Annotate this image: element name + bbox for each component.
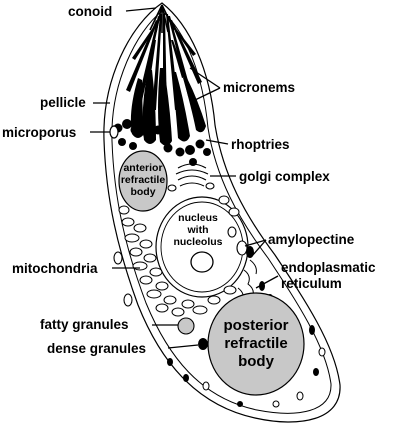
label-dense-granules: dense granules xyxy=(47,341,146,356)
label-rhoptries: rhoptries xyxy=(231,137,290,152)
rhoptries xyxy=(130,68,206,146)
leader-rhoptries xyxy=(205,139,229,145)
mitochondria-network xyxy=(118,195,240,317)
anterior-refractile-label-3: body xyxy=(130,186,155,198)
fatty-granule xyxy=(177,317,195,335)
posterior-refractile-label-2: refractile xyxy=(224,335,287,352)
leader-amylopectine-1 xyxy=(244,239,267,247)
nucleolus xyxy=(190,251,214,273)
leader-dense-granules xyxy=(167,344,199,349)
leader-er xyxy=(255,275,279,289)
dense-granule xyxy=(198,338,208,350)
cell-inner-outline xyxy=(111,10,332,414)
label-amylopectine: amylopectine xyxy=(268,232,355,247)
microporus xyxy=(109,125,119,139)
dense-bodies-anterior xyxy=(113,119,211,166)
nucleus-label-3: nucleolus xyxy=(173,236,222,248)
nucleus-label-2: with xyxy=(187,224,209,236)
label-microporus: microporus xyxy=(2,125,76,140)
golgi-complex xyxy=(167,163,215,192)
posterior-refractile-body xyxy=(207,292,305,396)
nucleus-label-1: nucleus xyxy=(178,212,218,224)
posterior-refractile-label-1: posterior xyxy=(223,317,288,334)
label-mitochondria: mitochondria xyxy=(12,261,98,276)
anterior-refractile-label-1: anterior xyxy=(123,162,162,174)
label-reticulum: reticulum xyxy=(281,276,342,291)
label-conoid: conoid xyxy=(68,4,112,19)
leader-amylopectine-2 xyxy=(251,239,267,257)
leader-conoid xyxy=(125,7,157,12)
posterior-vesicles xyxy=(202,347,326,408)
leader-micronems-1 xyxy=(189,67,221,89)
amylopectine-granules xyxy=(113,226,248,307)
label-fatty-granules: fatty granules xyxy=(40,317,129,332)
posterior-refractile-label-3: body xyxy=(238,353,274,370)
leader-micronems-2 xyxy=(194,87,221,101)
label-golgi-complex: golgi complex xyxy=(239,169,330,184)
label-pellicle: pellicle xyxy=(40,95,86,110)
label-micronems: micronems xyxy=(223,80,295,95)
label-endoplasmatic: endoplasmatic xyxy=(281,260,376,275)
anterior-refractile-body xyxy=(118,150,168,212)
anterior-refractile-label-2: refractile xyxy=(121,174,166,186)
